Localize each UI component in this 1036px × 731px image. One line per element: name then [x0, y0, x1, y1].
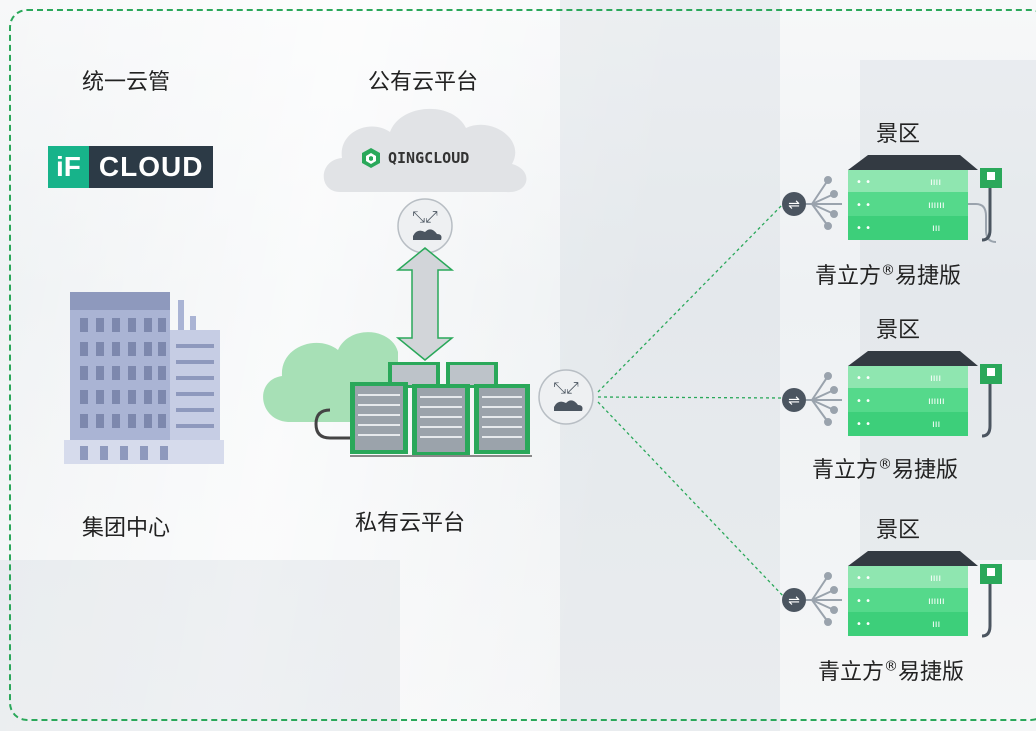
site-2-title: 景区 [876, 318, 921, 343]
public-cloud-shape [323, 108, 527, 193]
svg-text:• •: • • [856, 396, 871, 407]
site-1-edition: 易捷版 [895, 264, 962, 289]
site-3-title: 景区 [876, 518, 921, 543]
private-router-icon: ⤡⤢ [538, 369, 594, 425]
svg-text:• •: • • [856, 177, 871, 188]
building-icon [64, 292, 224, 464]
site-device-icon-1: ⇌ • • ıııı • • ıııııı • • ııı [782, 155, 1002, 243]
private-cloud-label: 私有云平台 [355, 511, 466, 536]
svg-text:ıııııı: ıııııı [928, 200, 945, 211]
svg-text:ıııı: ıııı [930, 373, 941, 384]
unified-cloud-label: 统一云管 [82, 70, 171, 95]
diagram-frame [9, 9, 1036, 721]
svg-text:ıııııı: ıııııı [928, 596, 945, 607]
site-2-edition: 易捷版 [892, 458, 959, 483]
link-site-3 [597, 401, 786, 599]
site-1-reg-mark: ® [881, 262, 896, 279]
public-router-icon: ⤡⤢ [397, 198, 453, 254]
site-1-title: 景区 [876, 122, 921, 147]
qingcloud-icon [362, 148, 380, 168]
svg-text:ııı: ııı [932, 619, 940, 630]
link-site-1 [597, 201, 786, 393]
site-3-edition: 易捷版 [898, 660, 965, 685]
svg-text:ıııı: ıııı [930, 573, 941, 584]
svg-text:• •: • • [856, 619, 871, 630]
server-cluster-icon [350, 362, 532, 457]
svg-text:• •: • • [856, 596, 871, 607]
svg-text:• •: • • [856, 573, 871, 584]
svg-text:⤡⤢: ⤡⤢ [553, 378, 579, 397]
svg-text:• •: • • [856, 223, 871, 234]
site-3-device-name: 青立方 [818, 660, 885, 685]
site-device-icon-3: ⇌ • • ıııı • • ıııııı • • ııı [782, 551, 1002, 638]
ifcloud-logo-if: iF [48, 146, 89, 188]
site-device-icon-2: ⇌ • • ıııı • • ıııııı • • ııı [782, 351, 1002, 438]
site-2-reg-mark: ® [878, 456, 893, 473]
qingcloud-logo-text: QINGCLOUD [388, 149, 470, 167]
svg-text:ııı: ııı [932, 419, 940, 430]
svg-text:• •: • • [856, 373, 871, 384]
svg-text:ıııı: ıııı [930, 177, 941, 188]
site-2-device-name: 青立方 [812, 458, 879, 483]
svg-text:⤡⤢: ⤡⤢ [412, 207, 438, 226]
site-1-device-name: 青立方 [815, 264, 882, 289]
site-2-device-label: 青立方®易捷版 [812, 452, 958, 484]
site-3-device-label: 青立方®易捷版 [818, 654, 964, 686]
svg-text:ııı: ııı [932, 223, 940, 234]
ifcloud-logo: iF CLOUD [48, 146, 214, 188]
svg-text:ıııııı: ıııııı [928, 396, 945, 407]
public-cloud-label: 公有云平台 [368, 70, 479, 95]
svg-text:⇌: ⇌ [788, 393, 800, 409]
site-3-reg-mark: ® [884, 658, 899, 675]
svg-text:⇌: ⇌ [788, 593, 800, 609]
svg-text:⇌: ⇌ [788, 197, 800, 213]
sync-double-arrow [395, 247, 455, 361]
link-site-2 [597, 396, 786, 399]
ifcloud-logo-cloud: CLOUD [98, 151, 204, 182]
svg-text:• •: • • [856, 200, 871, 211]
qingcloud-logo: QINGCLOUD [360, 147, 469, 169]
site-1-device-label: 青立方®易捷版 [815, 258, 961, 290]
group-center-label: 集团中心 [82, 516, 171, 541]
svg-text:• •: • • [856, 419, 871, 430]
